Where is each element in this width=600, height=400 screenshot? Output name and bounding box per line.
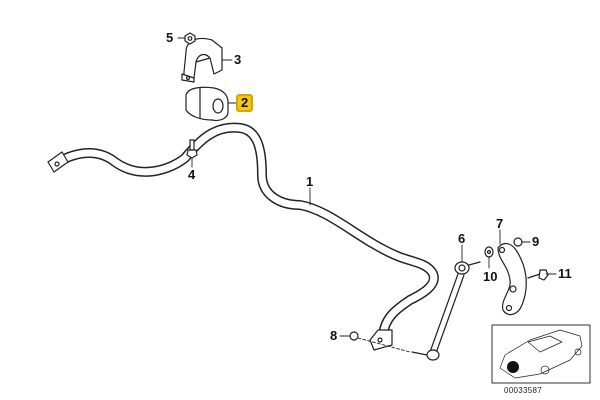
nut-9[interactable] — [513, 237, 523, 247]
label-part-4[interactable]: 4 — [188, 167, 196, 182]
label-part-9[interactable]: 9 — [532, 234, 540, 249]
leader-lines — [177, 37, 557, 353]
location-inset — [491, 324, 591, 384]
stabilizer-bar[interactable] — [47, 122, 439, 351]
label-part-10[interactable]: 10 — [483, 269, 498, 284]
self-locking-nut[interactable] — [349, 331, 359, 341]
label-part-8[interactable]: 8 — [330, 328, 338, 343]
nut[interactable] — [184, 32, 196, 45]
rubber-mounting-bushing[interactable] — [185, 86, 229, 122]
stabilizer-link[interactable] — [411, 261, 481, 361]
label-part-1[interactable]: 1 — [306, 174, 314, 189]
label-part-11[interactable]: 11 — [558, 266, 572, 281]
label-part-2-highlighted[interactable]: 2 — [236, 94, 254, 112]
reference-number: 00033587 — [504, 386, 542, 395]
label-part-5[interactable]: 5 — [166, 30, 174, 45]
car-location-icon — [499, 329, 583, 379]
washer[interactable] — [484, 246, 494, 258]
link-bracket[interactable] — [497, 242, 527, 316]
label-part-6[interactable]: 6 — [458, 231, 466, 246]
label-part-7[interactable]: 7 — [496, 216, 504, 231]
bracket[interactable] — [181, 37, 223, 83]
label-part-3[interactable]: 3 — [234, 52, 242, 67]
bolt-11[interactable] — [527, 269, 549, 281]
bolt[interactable] — [186, 139, 198, 159]
